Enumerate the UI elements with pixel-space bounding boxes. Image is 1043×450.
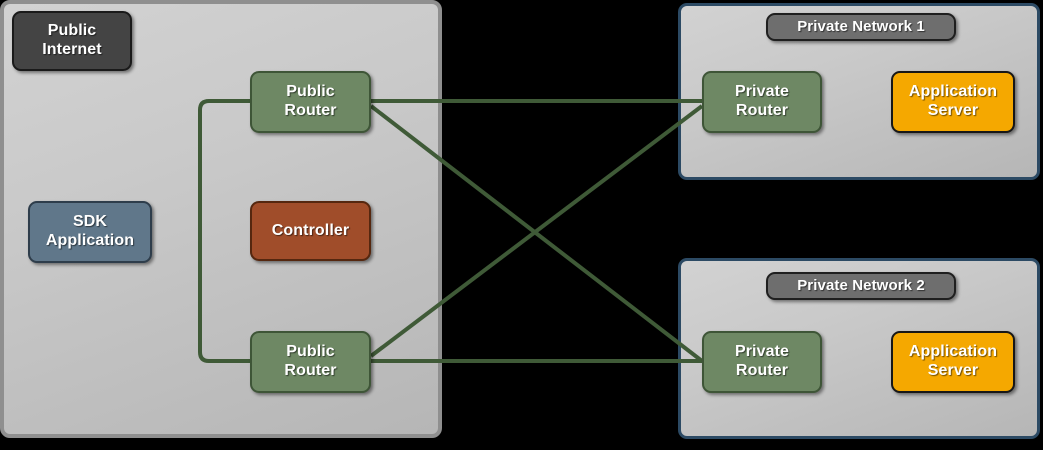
- private-router-2-line2: Router: [735, 362, 789, 379]
- private-network-2-title-text: Private Network 2: [797, 277, 925, 295]
- public-router-top-node[interactable]: Public Router: [250, 71, 371, 133]
- private-router-2-node[interactable]: Private Router: [702, 331, 822, 393]
- application-server-1-line2: Server: [927, 102, 979, 119]
- application-server-1-node[interactable]: Application Server: [891, 71, 1015, 133]
- application-server-2-line1: Application: [908, 343, 998, 361]
- application-server-2-line2: Server: [927, 362, 979, 379]
- private-router-1-line2: Router: [735, 102, 789, 119]
- public-router-bottom-line1: Public: [286, 343, 335, 361]
- public-internet-label-line2: Internet: [42, 41, 102, 58]
- public-internet-label-line1: Public: [47, 22, 97, 40]
- public-router-top-line1: Public: [286, 83, 335, 101]
- sdk-application-line2: Application: [45, 232, 135, 249]
- application-server-1-line1: Application: [908, 83, 998, 101]
- sdk-application-node[interactable]: SDK Application: [28, 201, 152, 263]
- public-internet-label: Public Internet: [12, 11, 132, 71]
- private-router-1-node[interactable]: Private Router: [702, 71, 822, 133]
- public-router-top-line2: Router: [284, 102, 337, 119]
- public-router-bottom-line2: Router: [284, 362, 337, 379]
- private-router-2-line1: Private: [734, 343, 790, 361]
- private-network-2-title: Private Network 2: [766, 272, 956, 300]
- sdk-application-line1: SDK: [72, 213, 108, 231]
- controller-line1: Controller: [271, 221, 350, 239]
- private-router-1-line1: Private: [734, 83, 790, 101]
- public-router-bottom-node[interactable]: Public Router: [250, 331, 371, 393]
- controller-node[interactable]: Controller: [250, 201, 371, 261]
- private-network-1-title-text: Private Network 1: [797, 18, 925, 36]
- private-network-1-title: Private Network 1: [766, 13, 956, 41]
- application-server-2-node[interactable]: Application Server: [891, 331, 1015, 393]
